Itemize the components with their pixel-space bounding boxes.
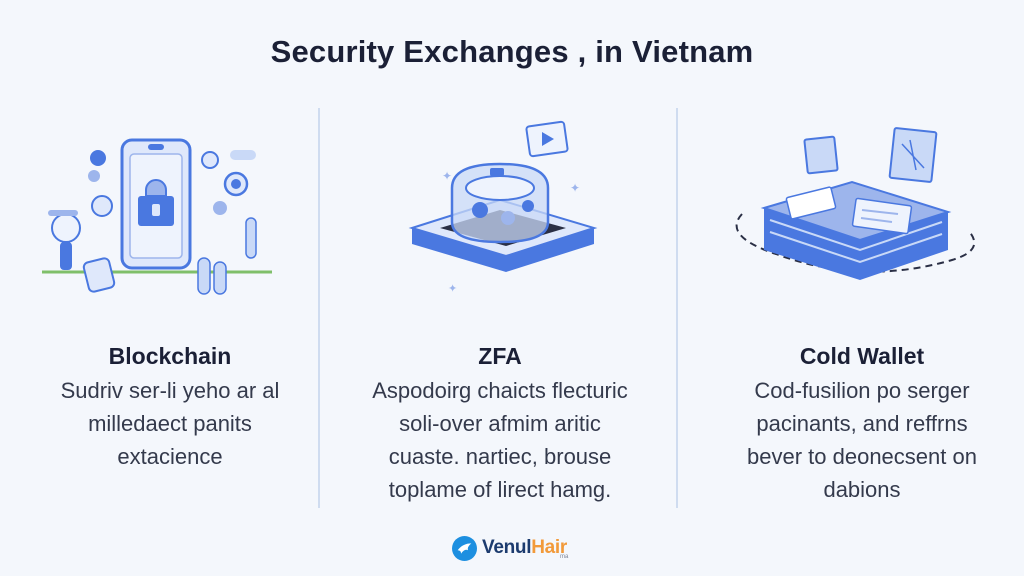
description-line: cuaste. nartiec, brouse	[388, 444, 612, 469]
column-divider-right	[676, 108, 678, 508]
svg-text:✦: ✦	[570, 181, 580, 195]
description-line: soli-over afmim aritic	[399, 411, 601, 436]
svg-text:✦: ✦	[442, 169, 452, 183]
blockchain-description: Sudriv ser-li yeho ar al milledaect pani…	[20, 374, 320, 473]
page-title: Security Exchanges , in Vietnam	[270, 34, 754, 69]
cold-wallet-description: Cod-fusilion po serger pacinants, and re…	[712, 374, 1012, 506]
bird-logo-icon	[452, 535, 477, 561]
description-line: Sudriv ser-li yeho ar al	[60, 378, 280, 403]
description-line: bever to deonecsent on	[747, 444, 977, 469]
brand-logo: VenulHair ma	[452, 533, 569, 563]
brand-subtext: ma	[560, 554, 569, 560]
brand-name-a: Venul	[482, 537, 532, 558]
svg-text:✦: ✦	[448, 282, 457, 295]
cold-wallet-column: Cold Wallet Cod-fusilion po serger pacin…	[702, 110, 1022, 510]
description-line: Aspodoirg chaicts flecturic	[372, 378, 628, 403]
zfa-heading: ZFA	[478, 343, 522, 369]
description-line: dabions	[823, 477, 901, 502]
zfa-description: Aspodoirg chaicts flecturic soli-over af…	[350, 374, 650, 506]
description-line: milledaect panits	[88, 411, 252, 436]
zfa-column: ✦ ✦ ✦ ZFA Aspodoirg chaicts flecturic so…	[340, 110, 660, 510]
blockchain-column: Blockchain Sudriv ser-li yeho ar al mill…	[10, 110, 330, 510]
description-line: extacience	[117, 444, 223, 469]
cold-wallet-icon	[735, 127, 976, 280]
brand-name-b: Hair	[531, 537, 567, 558]
blockchain-heading: Blockchain	[108, 343, 232, 369]
description-line: pacinants, and reffrns	[756, 411, 968, 436]
column-divider-left	[318, 108, 320, 508]
description-line: toplame of lirect hamg.	[388, 477, 612, 502]
secure-token-icon: ✦ ✦ ✦	[408, 120, 598, 295]
cold-wallet-heading: Cold Wallet	[799, 343, 925, 369]
description-line: Cod-fusilion po serger	[754, 378, 970, 403]
brand-name: VenulHair	[482, 537, 567, 559]
smartphone-lock-icon	[42, 138, 272, 295]
